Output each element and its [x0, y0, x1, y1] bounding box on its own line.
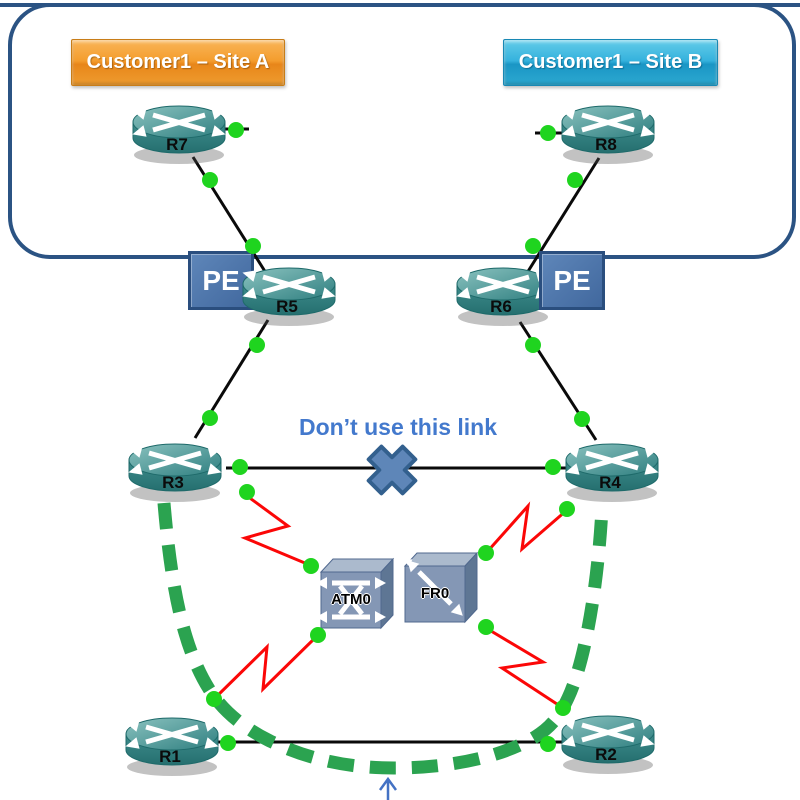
pe-left-label: PE — [202, 264, 240, 296]
interface-dot — [239, 484, 255, 500]
router-r7-label: R7 — [166, 135, 188, 154]
link-atm0-r1-serial — [212, 633, 320, 701]
customer-cloud-boundary — [8, 3, 796, 259]
interface-dot — [555, 700, 571, 716]
router-r5-label: R5 — [276, 297, 298, 316]
interface-dot — [540, 125, 556, 141]
interface-dot — [478, 545, 494, 561]
link-fr0-r2-serial — [485, 626, 564, 710]
site-b-banner: Customer1 – Site B — [503, 39, 718, 86]
interface-dot — [232, 459, 248, 475]
frame-relay-switch-icon — [403, 552, 478, 623]
traffic-path-green-dashed — [157, 502, 609, 775]
frame-relay-switch-label: FR0 — [420, 585, 450, 602]
link-r3-atm0-serial — [240, 491, 313, 568]
dont-use-link-annotation: Don’t use this link — [298, 414, 498, 440]
up-arrow-icon — [378, 776, 398, 800]
pe-right-label: PE — [553, 264, 591, 296]
atm-switch-icon — [317, 558, 394, 629]
router-r8: R8 — [556, 92, 656, 166]
interface-dot — [478, 619, 494, 635]
interface-dot — [525, 337, 541, 353]
interface-dots — [202, 122, 590, 752]
interface-dot — [559, 501, 575, 517]
interface-dot — [310, 627, 326, 643]
router-r8-label: R8 — [595, 135, 617, 154]
router-r1-label: R1 — [159, 747, 181, 766]
router-r3-label: R3 — [162, 473, 184, 492]
router-r4-label: R4 — [599, 473, 621, 492]
interface-dot — [525, 238, 541, 254]
atm-switch-label: ATM0 — [331, 591, 371, 608]
interface-dot — [574, 411, 590, 427]
frame-relay-switch: FR0 — [401, 550, 481, 626]
site-a-banner: Customer1 – Site A — [71, 39, 285, 86]
interface-dot — [202, 410, 218, 426]
interface-dot — [540, 736, 556, 752]
interface-dot — [249, 337, 265, 353]
interface-dot — [228, 122, 244, 138]
interface-dot — [202, 172, 218, 188]
interface-dot — [567, 172, 583, 188]
pe-box-right: PE — [539, 251, 605, 310]
interface-dot — [206, 691, 222, 707]
router-r1: R1 — [120, 704, 220, 778]
router-r6: R6 — [451, 254, 551, 328]
interface-dot — [220, 735, 236, 751]
interface-dot — [303, 558, 319, 574]
site-a-label: Customer1 – Site A — [86, 51, 270, 73]
router-r2-label: R2 — [595, 745, 617, 764]
interface-dot — [545, 459, 561, 475]
router-r2: R2 — [556, 702, 656, 776]
router-r4: R4 — [560, 430, 660, 504]
router-r5: R5 — [237, 254, 337, 328]
router-r3: R3 — [123, 430, 223, 504]
router-r6-label: R6 — [490, 297, 512, 316]
link-r4-fr0-serial — [485, 501, 568, 553]
router-r7: R7 — [127, 92, 227, 166]
site-b-label: Customer1 – Site B — [518, 51, 703, 73]
crossed-out-x-icon — [366, 444, 418, 496]
atm-switch: ATM0 — [317, 556, 397, 632]
interface-dot — [245, 238, 261, 254]
